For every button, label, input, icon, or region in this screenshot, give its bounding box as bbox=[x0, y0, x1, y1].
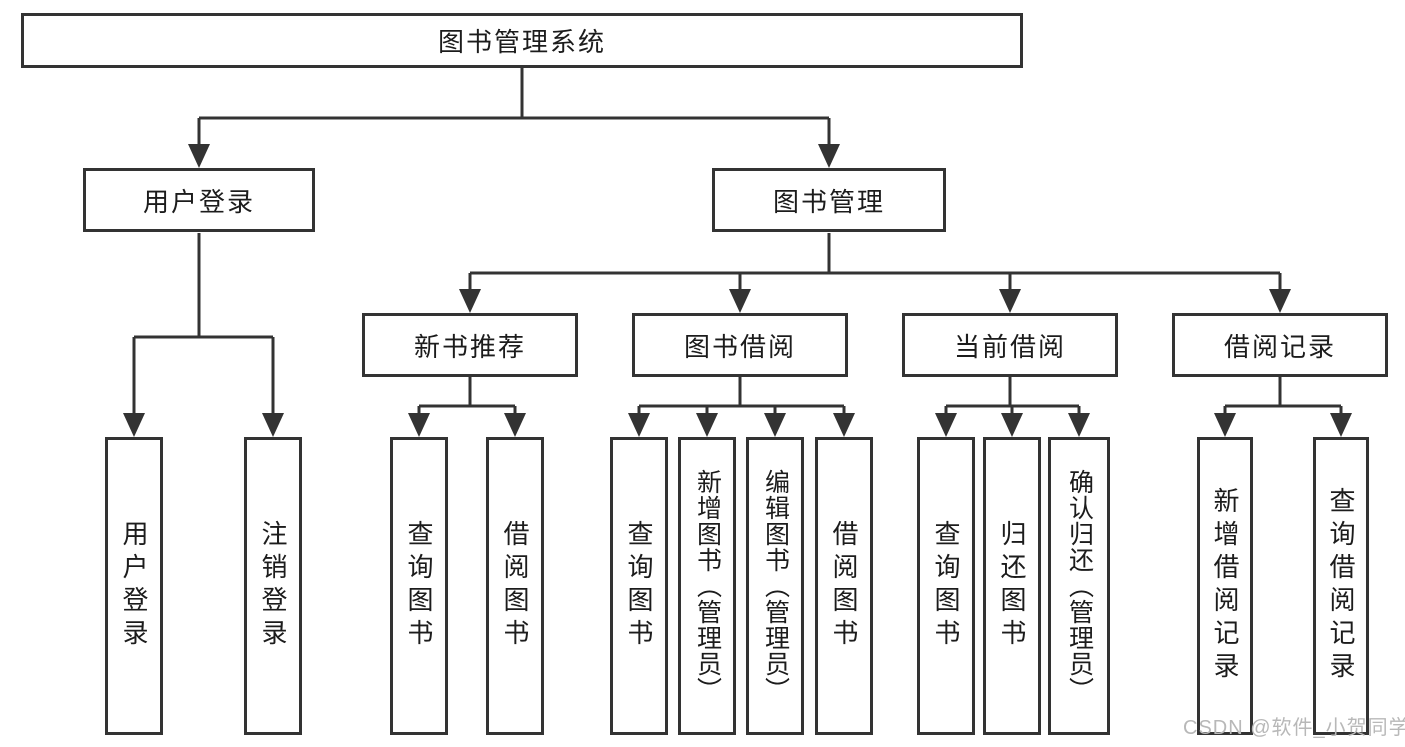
node-label: 归还图书 bbox=[997, 520, 1027, 652]
arrow-down-icon bbox=[696, 413, 718, 437]
node-leaf-query-borrow-record: 查询借阅记录 bbox=[1313, 437, 1369, 735]
node-leaf-query-books-3: 查询图书 bbox=[917, 437, 975, 735]
node-leaf-confirm-return-admin: 确认归还（管理员） bbox=[1048, 437, 1110, 735]
node-label: 新增借阅记录 bbox=[1210, 487, 1240, 685]
arrow-down-icon bbox=[459, 289, 481, 313]
node-user-login: 用户登录 bbox=[83, 168, 315, 232]
arrow-down-icon bbox=[818, 144, 840, 168]
connector-user-login-to-leaves bbox=[132, 233, 275, 416]
node-book-management-system: 图书管理系统 bbox=[21, 13, 1023, 68]
arrow-down-icon bbox=[935, 413, 957, 437]
node-label: 新增图书（管理员） bbox=[693, 469, 722, 703]
node-label: 查询图书 bbox=[404, 520, 434, 652]
connector-records-to-leaves bbox=[1223, 377, 1343, 416]
node-new-book-recommend: 新书推荐 bbox=[362, 313, 578, 377]
connector-current-to-leaves bbox=[944, 377, 1081, 416]
connector-book-mgmt-to-level3 bbox=[468, 233, 1282, 292]
arrow-down-icon bbox=[188, 144, 210, 168]
arrow-down-icon bbox=[408, 413, 430, 437]
node-leaf-add-book-admin: 新增图书（管理员） bbox=[678, 437, 736, 735]
arrow-down-icon bbox=[764, 413, 786, 437]
connector-new-rec-to-leaves bbox=[417, 377, 517, 416]
node-label: 借阅图书 bbox=[829, 520, 859, 652]
node-label: 借阅图书 bbox=[500, 520, 530, 652]
node-leaf-return-books: 归还图书 bbox=[983, 437, 1041, 735]
node-leaf-query-books-1: 查询图书 bbox=[390, 437, 448, 735]
node-label: 查询借阅记录 bbox=[1326, 487, 1356, 685]
arrow-down-icon bbox=[833, 413, 855, 437]
connector-borrow-to-leaves bbox=[637, 377, 846, 416]
arrow-down-icon bbox=[262, 413, 284, 437]
arrow-down-icon bbox=[123, 413, 145, 437]
node-label: 图书管理 bbox=[772, 186, 885, 217]
node-label: 图书管理系统 bbox=[437, 27, 606, 57]
node-book-borrowing: 图书借阅 bbox=[632, 313, 848, 377]
node-label: 编辑图书（管理员） bbox=[761, 469, 790, 703]
node-leaf-borrow-books-1: 借阅图书 bbox=[486, 437, 544, 735]
arrow-down-icon bbox=[628, 413, 650, 437]
node-label: 用户登录 bbox=[142, 186, 255, 217]
node-current-borrowing: 当前借阅 bbox=[902, 313, 1118, 377]
node-label: 当前借阅 bbox=[953, 331, 1066, 362]
node-label: 确认归还（管理员） bbox=[1065, 469, 1094, 703]
node-borrowing-records: 借阅记录 bbox=[1172, 313, 1388, 377]
node-label: 查询图书 bbox=[931, 520, 961, 652]
node-label: 借阅记录 bbox=[1223, 331, 1336, 362]
node-leaf-add-borrow-record: 新增借阅记录 bbox=[1197, 437, 1253, 735]
node-label: 图书借阅 bbox=[683, 331, 796, 362]
node-book-management: 图书管理 bbox=[712, 168, 946, 232]
node-label: 注销登录 bbox=[258, 520, 288, 652]
node-label: 用户登录 bbox=[119, 520, 149, 652]
node-leaf-query-books-2: 查询图书 bbox=[610, 437, 668, 735]
node-leaf-edit-book-admin: 编辑图书（管理员） bbox=[746, 437, 804, 735]
arrow-down-icon bbox=[504, 413, 526, 437]
watermark: CSDN @软件_小贺同学 bbox=[1183, 717, 1405, 739]
arrow-down-icon bbox=[1214, 413, 1236, 437]
node-label: 新书推荐 bbox=[413, 331, 526, 362]
arrow-down-icon bbox=[729, 289, 751, 313]
node-leaf-user-login: 用户登录 bbox=[105, 437, 163, 735]
connector-root-to-level2 bbox=[197, 68, 831, 148]
arrow-down-icon bbox=[1330, 413, 1352, 437]
node-leaf-logout: 注销登录 bbox=[244, 437, 302, 735]
node-label: 查询图书 bbox=[624, 520, 654, 652]
arrow-down-icon bbox=[1068, 413, 1090, 437]
arrow-down-icon bbox=[1001, 413, 1023, 437]
arrow-down-icon bbox=[1269, 289, 1291, 313]
arrow-down-icon bbox=[999, 289, 1021, 313]
node-leaf-borrow-books-2: 借阅图书 bbox=[815, 437, 873, 735]
